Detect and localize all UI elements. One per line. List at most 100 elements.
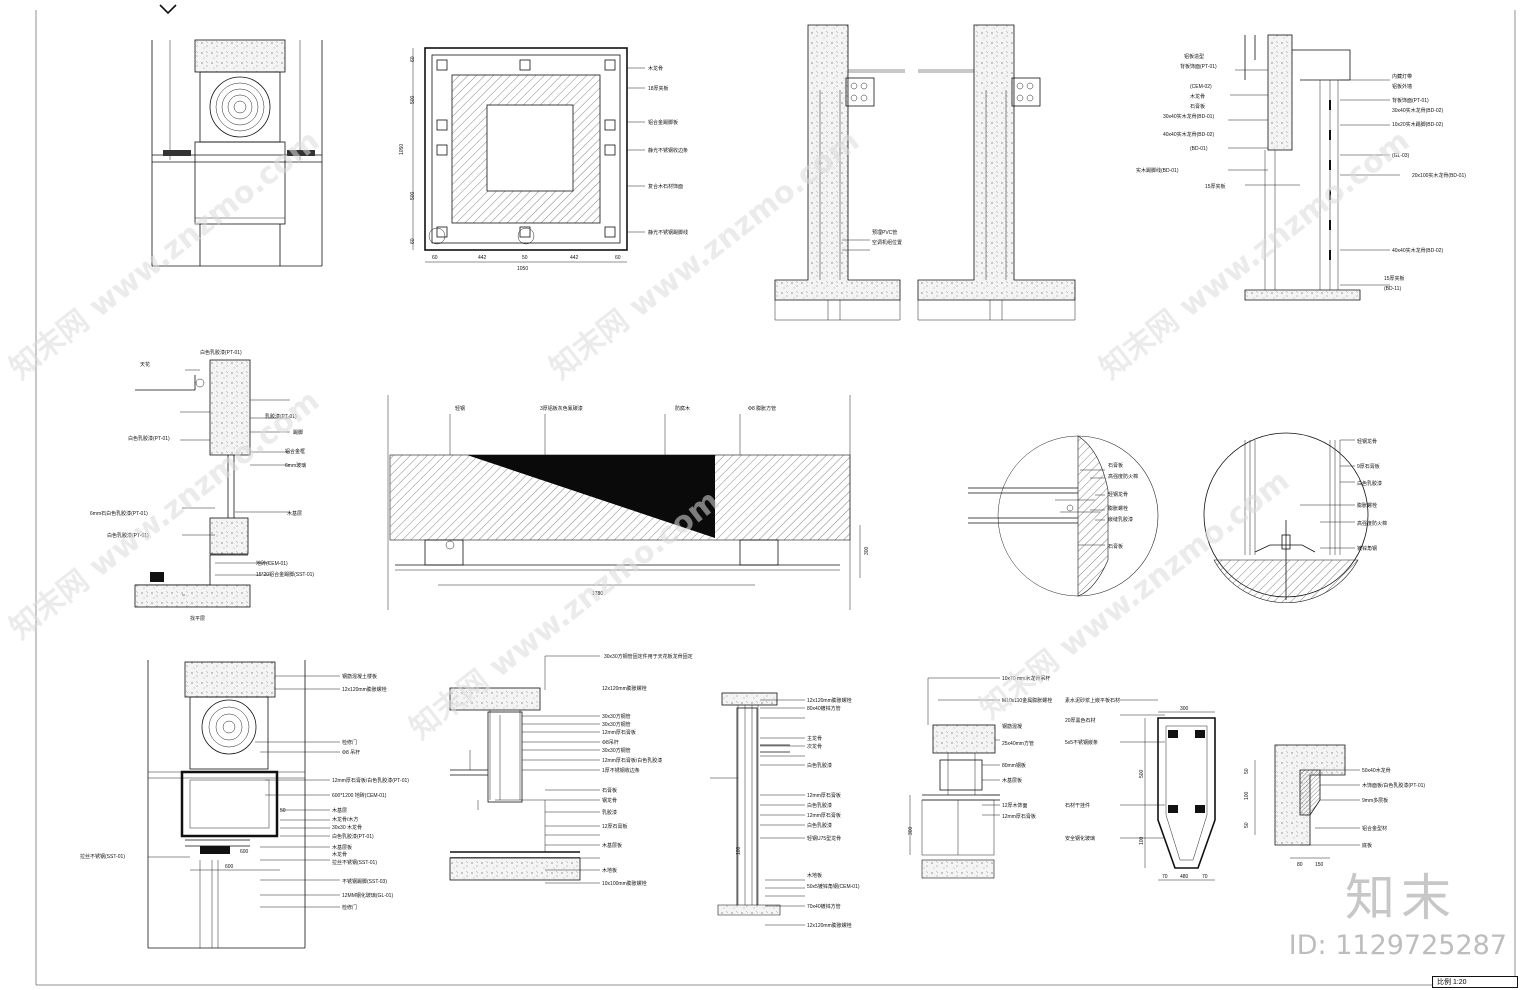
- dim-beam-height: 300: [864, 546, 870, 555]
- label-b2-8: 1厚不锈钢收边条: [602, 767, 640, 774]
- label-b2-12: 12厚石膏板: [602, 823, 628, 830]
- detail-left-middle: [134, 359, 290, 608]
- label-wr-r6: (GL-03): [1392, 153, 1410, 159]
- brand-watermark: 知末: [1345, 869, 1457, 927]
- label-ca-2: 高强度防火棉: [1108, 473, 1138, 480]
- detail-bottom-4: [909, 677, 1000, 879]
- detail-beam-section: [387, 395, 861, 610]
- label-lm-5: 铝合金框: [285, 448, 305, 455]
- label-b2-top: 30x30方钢管固定件用于天花板龙骨固定: [604, 653, 693, 660]
- label-wr-l10: 15厚夹板: [1205, 183, 1226, 190]
- label-square-3: 铝合金踢脚板: [648, 119, 678, 126]
- label-b2-11: 乳胶漆: [602, 809, 617, 816]
- label-wr-l7: 40x40实木龙骨(BD-02): [1163, 131, 1214, 138]
- detail-square-plan: [412, 47, 645, 263]
- dim-b6-s3: 50: [1244, 822, 1250, 828]
- label-b2-6: 30x30方钢管: [602, 747, 631, 754]
- label-lm-7: 白色乳胶漆(PT-01): [128, 435, 170, 442]
- label-b3-1: 12x120mm膨胀螺栓: [807, 697, 852, 704]
- dim-b1-3: 50: [280, 808, 286, 814]
- detail-wall-sections: [774, 24, 1076, 321]
- label-lm-9: 6mm石白色乳胶漆(PT-01): [90, 510, 148, 517]
- label-b2-15: 10x100mm膨胀螺栓: [602, 880, 647, 887]
- dim-left-1: 60: [410, 56, 416, 62]
- dim-bottom-total: 1050: [517, 266, 528, 272]
- dim-b3: 100: [736, 846, 742, 855]
- dim-b5-s1: 500: [1139, 769, 1145, 778]
- dim-bottom-4: 442: [570, 255, 579, 261]
- label-ca-3: 轻钢龙骨: [1108, 491, 1128, 498]
- label-b2-3: 30x30方钢管: [602, 721, 631, 728]
- label-b5-5: 安全钢化玻璃: [1065, 835, 1095, 842]
- label-b3-4: 次龙骨: [807, 743, 822, 750]
- label-cb-3: 白色乳胶漆: [1357, 480, 1382, 487]
- label-cb-6: 镀锌角钢: [1357, 545, 1377, 552]
- label-b1-1: 钢筋混凝土楼板: [342, 673, 377, 680]
- label-b1-6: 600*1200 地砖(CEM-01): [332, 792, 387, 799]
- label-b5-3: 5x5不锈钢嵌条: [1065, 739, 1098, 746]
- label-wr-r7: 20x100实木龙骨(BD-01): [1412, 172, 1466, 179]
- label-b2-1: 12x120mm膨胀螺栓: [602, 685, 647, 692]
- label-b3-13: 70x40镀锌方管: [807, 903, 841, 910]
- detail-bottom-3: [710, 692, 805, 926]
- label-b3-6: 12mm厚石膏板: [807, 792, 841, 799]
- label-b3-8: 12mm厚石膏板: [807, 812, 841, 819]
- label-wr-l4: 木龙骨: [1190, 93, 1205, 100]
- label-square-5: 复合木石材饰面: [648, 183, 683, 190]
- dim-b1-2: 600: [225, 864, 234, 870]
- label-wr-l9: 实木踢脚线(BD-01): [1136, 167, 1179, 174]
- label-b1-11: 木基层板: [332, 844, 352, 851]
- label-ca-4: 膨胀螺栓: [1108, 505, 1128, 512]
- dim-b5-b1: 70: [1162, 874, 1168, 880]
- label-b4-7: 12厚木饰面: [1002, 802, 1028, 809]
- label-b5-4: 石材干挂件: [1065, 802, 1090, 809]
- label-wr-l6: 30x40实木龙骨(BD-01): [1163, 113, 1214, 120]
- label-b6-3: 9mm多层板: [1362, 797, 1388, 804]
- label-lm-4: 踢脚: [293, 429, 303, 436]
- label-ca-5: 嵌缝乳胶漆: [1108, 516, 1133, 523]
- label-ca-6: 石膏板: [1108, 543, 1123, 550]
- image-id-label: ID: 1129725287: [1288, 930, 1507, 961]
- label-beam-1: 轻钢: [455, 405, 465, 412]
- label-lm-13: 找平层: [190, 615, 205, 622]
- dim-b6-b1: 80: [1297, 862, 1303, 868]
- dim-left-total: 1050: [399, 144, 405, 155]
- label-square-4: 静光不锈钢收边条: [648, 147, 688, 154]
- label-b1-13: 拉丝不锈钢(SST-01): [332, 859, 377, 866]
- detail-bottom-2: [449, 655, 600, 884]
- label-lm-12: 15*20铝合金踢脚(SST-01): [256, 571, 314, 578]
- label-wr-r2: 铝板外墙: [1392, 83, 1412, 90]
- label-b1-left: 拉丝不锈钢(SST-01): [80, 853, 125, 860]
- label-b1-15: 12MM钢化玻璃(GL-01): [342, 892, 393, 899]
- label-b1-9: 30x30 木龙骨: [332, 824, 362, 831]
- label-b1-2: 12x120mm膨胀螺栓: [342, 686, 387, 693]
- label-cb-4: 膨胀螺栓: [1357, 502, 1377, 509]
- label-ca-1: 石膏板: [1108, 462, 1123, 469]
- label-lm-8: 木基层: [287, 510, 302, 517]
- label-b3-3: 主龙骨: [807, 735, 822, 742]
- label-b4-2: M10x110金属膨胀螺栓: [1002, 697, 1052, 704]
- detail-circle-b: [1203, 432, 1369, 604]
- label-ac-unit: 空调机组位置: [872, 239, 902, 246]
- label-b2-14: 木地板: [602, 867, 617, 874]
- dim-bottom-1: 60: [432, 255, 438, 261]
- dim-b1-1: 600: [240, 849, 249, 855]
- label-wr-r8: 40x40实木龙骨(BD-02): [1392, 247, 1443, 254]
- watermark-1: 知末网 www.znzmo.com: [3, 123, 326, 386]
- watermark-6: 知末网 www.znzmo.com: [973, 463, 1296, 726]
- label-wr-r9: 15厚夹板: [1384, 275, 1405, 282]
- label-lm-11: 地砖(CEM-01): [256, 560, 288, 567]
- detail-bottom-1: [147, 660, 340, 949]
- dim-beam-width: 1780: [592, 591, 603, 597]
- watermark-3: 知末网 www.znzmo.com: [1093, 123, 1416, 386]
- label-b4-1: 10x70 mm木龙骨吊杆: [1002, 675, 1050, 682]
- corner-mark-icon: [159, 4, 177, 15]
- label-b4-4: 25x40mm方管: [1002, 740, 1034, 747]
- label-lm-6: 6mm玻璃: [285, 462, 306, 469]
- label-b2-4: 12mm厚石膏板: [602, 729, 636, 736]
- detail-circle-a: [968, 435, 1159, 597]
- label-b3-12: 50x5镀锌角钢(CEM-01): [807, 883, 860, 890]
- label-wr-r4: 30x40实木龙骨(BD-02): [1392, 107, 1443, 114]
- label-b1-5: 12mm厚石膏板/白色乳胶漆(PT-01): [332, 777, 409, 784]
